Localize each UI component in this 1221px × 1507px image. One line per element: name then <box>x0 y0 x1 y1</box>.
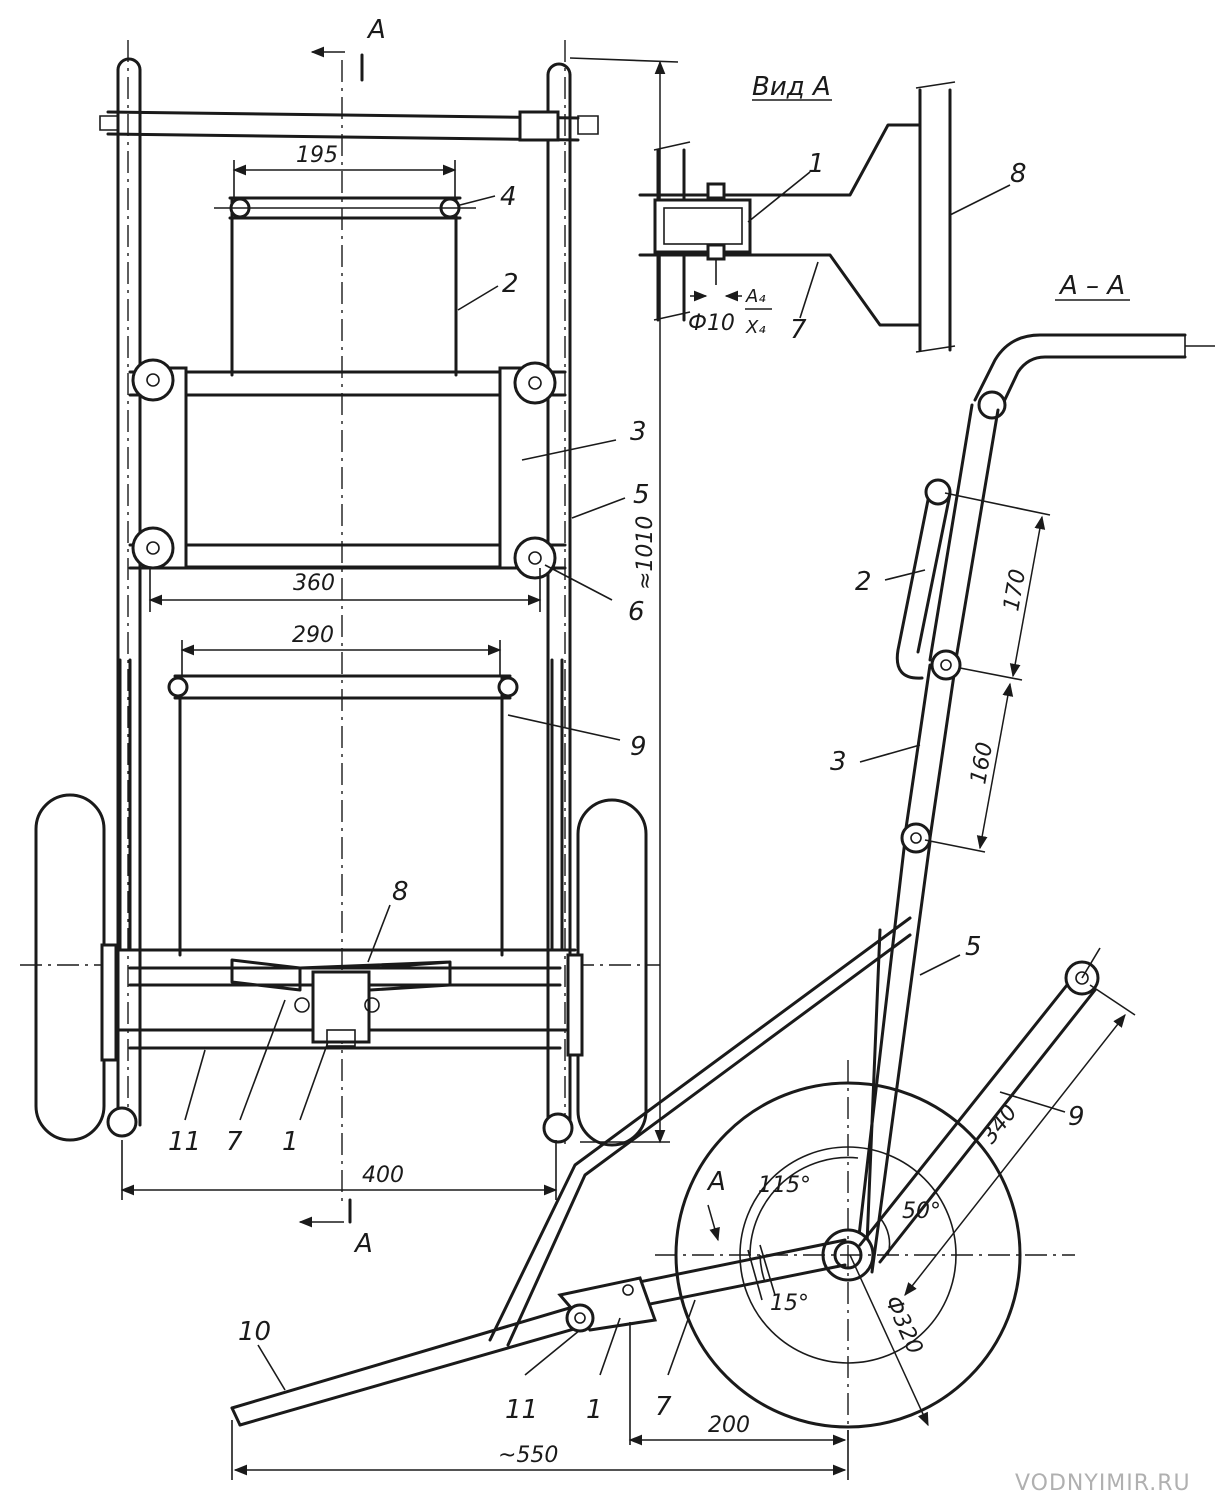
dim-320: Ф320 <box>880 1292 928 1358</box>
section-part-9: 9 <box>1068 1102 1085 1132</box>
front-part-8: 8 <box>392 877 409 907</box>
front-view <box>20 40 679 1228</box>
front-part-5: 5 <box>633 480 650 510</box>
detail-fit-top: A₄ <box>745 286 766 307</box>
front-part-6: 6 <box>628 597 645 627</box>
watermark: VODNYIMIR.RU <box>1015 1471 1191 1496</box>
front-part-4: 4 <box>500 182 517 212</box>
detail-fit-bottom: X₄ <box>745 317 766 338</box>
dim-550: ~550 <box>498 1443 558 1468</box>
dim-400: 400 <box>362 1163 404 1188</box>
section-part-5: 5 <box>965 932 982 962</box>
detail-part-1: 1 <box>808 149 825 179</box>
detail-part-7: 7 <box>790 315 807 345</box>
dim-290: 290 <box>292 623 334 648</box>
section-part-2: 2 <box>855 567 872 597</box>
angle-15: 15° <box>770 1291 809 1316</box>
front-part-11: 11 <box>168 1127 201 1157</box>
front-part-3: 3 <box>630 417 647 447</box>
dim-360: 360 <box>293 571 335 596</box>
detail-view-a <box>638 81 1011 353</box>
section-part-7: 7 <box>655 1392 672 1422</box>
section-part-10: 10 <box>238 1317 271 1347</box>
section-view-a-a <box>230 299 1215 1480</box>
detail-part-8: 8 <box>1010 159 1027 189</box>
section-arrow-mark: А <box>706 1167 726 1197</box>
dim-195: 195 <box>296 143 338 168</box>
front-part-7: 7 <box>226 1127 243 1157</box>
angle-115: 115° <box>758 1173 811 1198</box>
detail-dia: Ф10 <box>688 311 735 336</box>
section-part-11: 11 <box>505 1395 538 1425</box>
front-part-1: 1 <box>282 1127 299 1157</box>
dim-160: 160 <box>966 740 998 786</box>
detail-title: Вид А <box>752 72 831 102</box>
section-title: А – А <box>1058 271 1125 301</box>
section-part-3: 3 <box>830 747 847 777</box>
dim-1010: ≈1010 <box>633 516 658 590</box>
front-part-9: 9 <box>630 732 647 762</box>
angle-50: 50° <box>902 1199 941 1224</box>
section-mark-bottom: А <box>353 1229 373 1259</box>
dim-200: 200 <box>708 1413 750 1438</box>
section-part-1: 1 <box>586 1395 603 1425</box>
dim-340: 340 <box>977 1100 1023 1148</box>
front-part-2: 2 <box>502 269 519 299</box>
section-mark-top: А <box>366 15 386 45</box>
